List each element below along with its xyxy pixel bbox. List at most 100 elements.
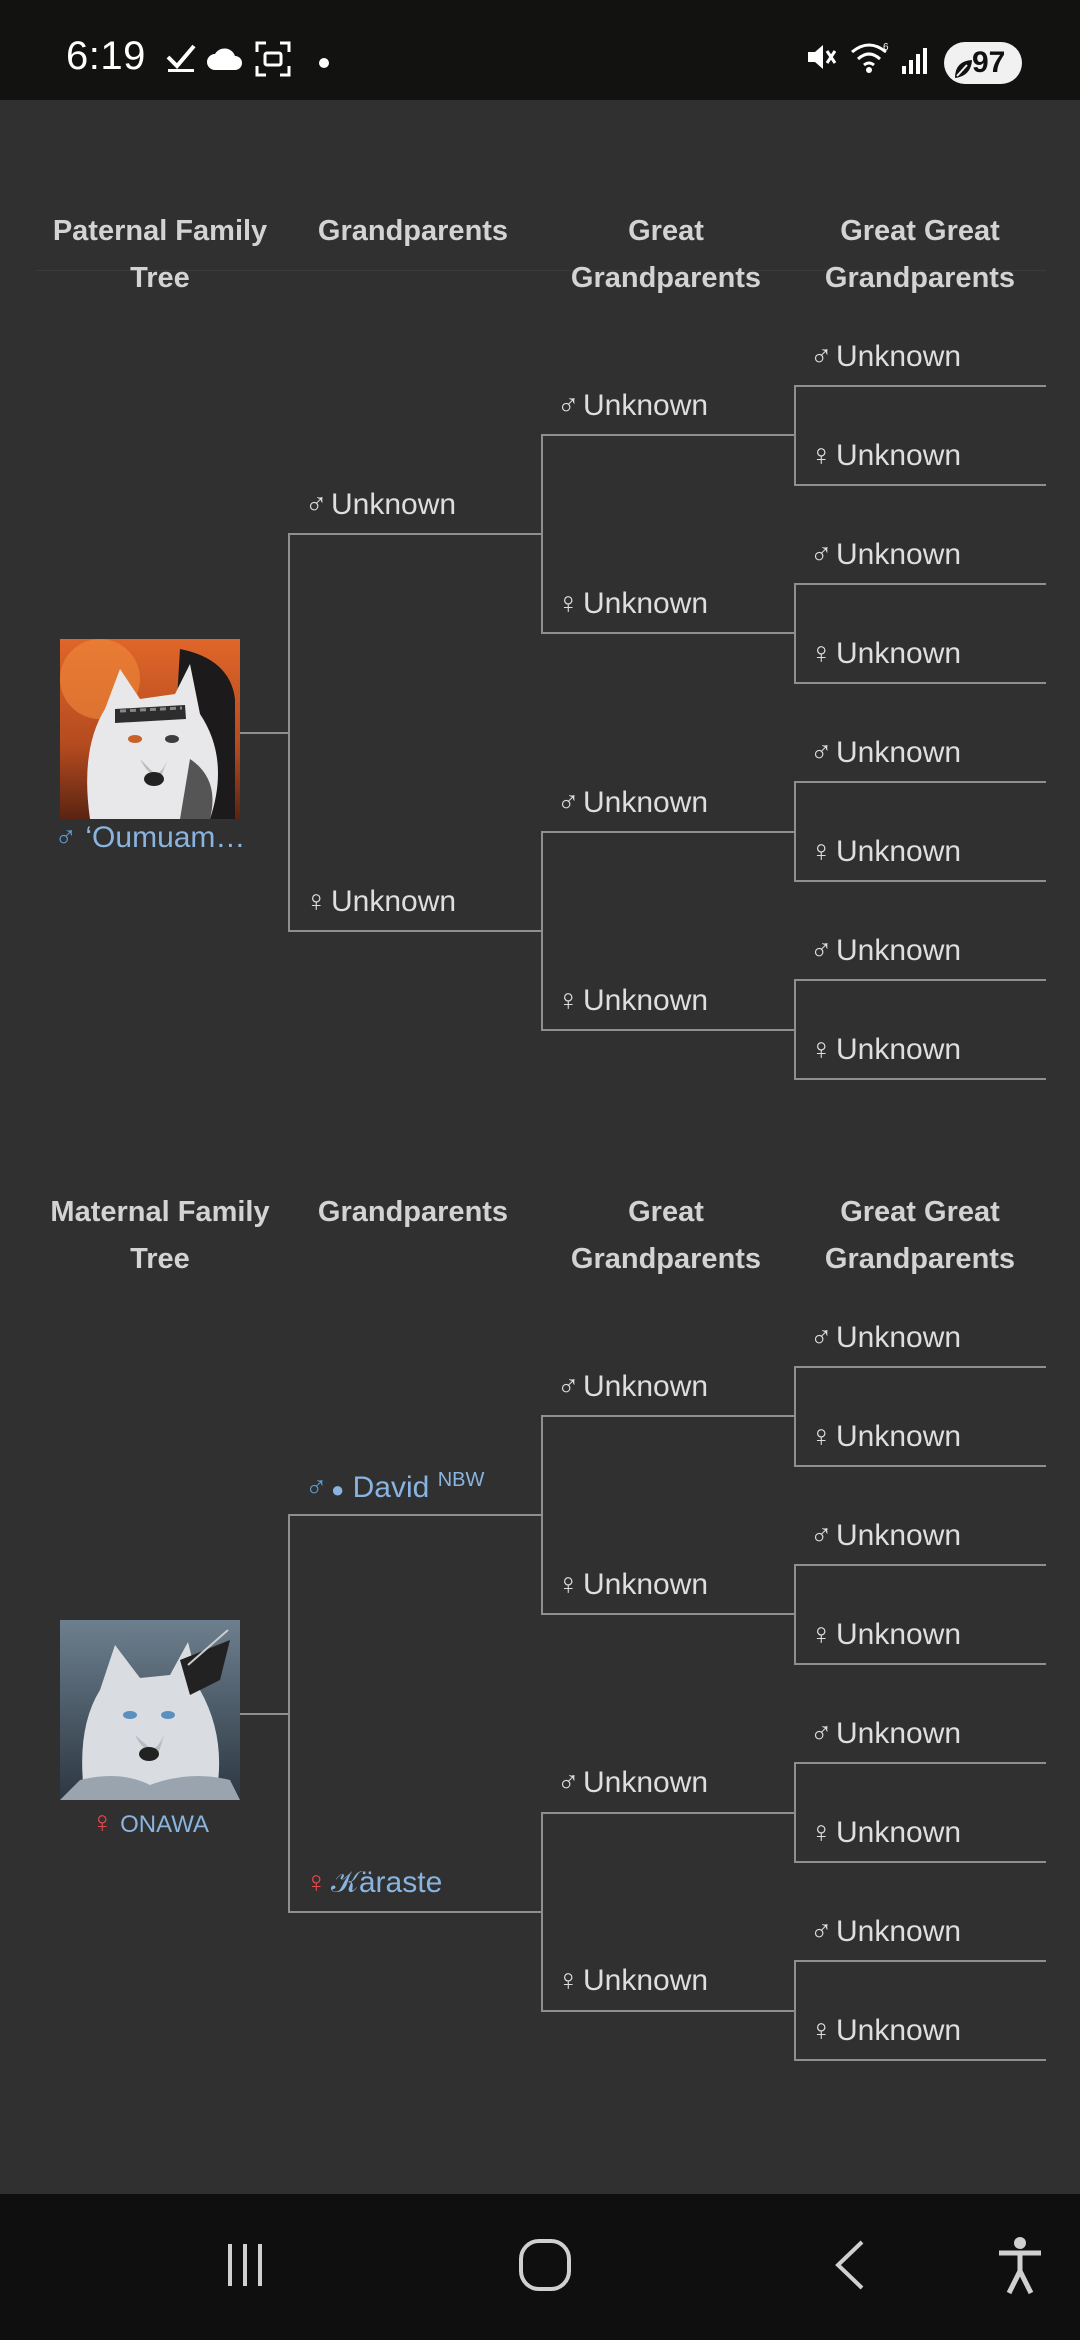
paternal-header-grandparents: Grandparents (317, 215, 509, 247)
great-grandparent[interactable]: ♀Unknown (557, 1568, 709, 1601)
connector (794, 1861, 1046, 1863)
great-grandparent[interactable]: ♀Unknown (557, 1964, 709, 1997)
connector (240, 732, 288, 734)
subject-name-link[interactable]: ♀ ONAWA (90, 1806, 210, 1839)
great-great-grandparent[interactable]: ♂Unknown (810, 736, 962, 769)
great-great-grandparent[interactable]: ♂Unknown (810, 1717, 962, 1750)
paternal-header-great-great-grandparents: Great Great Grandparents (824, 215, 1016, 294)
grandparent-karaste-link[interactable]: ♀𝒦äraste (305, 1866, 443, 1899)
connector (794, 1762, 1046, 1764)
mute-icon (804, 40, 838, 79)
home-icon (518, 2238, 572, 2297)
male-symbol: ♂ (54, 821, 78, 854)
male-symbol: ♂ (305, 1471, 328, 1504)
connector (794, 1961, 796, 2061)
connector (541, 831, 794, 833)
battery-indicator: 97 (944, 42, 1022, 84)
back-button[interactable] (805, 2194, 895, 2340)
connector (794, 1465, 1046, 1467)
connector (794, 386, 796, 485)
great-grandparent[interactable]: ♂Unknown (557, 389, 709, 422)
nbw-badge: NBW (437, 1469, 485, 1491)
female-symbol: ♀ (305, 1866, 328, 1899)
great-great-grandparent[interactable]: ♂Unknown (810, 1519, 962, 1552)
grandparent-david-link[interactable]: ♂● David NBW (305, 1469, 485, 1504)
battery-level: 97 (972, 46, 1006, 79)
great-great-grandparent[interactable]: ♀Unknown (810, 439, 962, 472)
maternal-header-great-great-grandparents: Great Great Grandparents (824, 1196, 1016, 1275)
connector (794, 880, 1046, 882)
screenshot-icon (254, 40, 292, 83)
great-great-grandparent[interactable]: ♂Unknown (810, 1915, 962, 1948)
check-icon (164, 40, 198, 79)
wifi-icon: 6 (850, 40, 890, 79)
connector (794, 1367, 796, 1466)
great-grandparent[interactable]: ♂Unknown (557, 1766, 709, 1799)
connector (794, 1565, 796, 1664)
connector (288, 930, 541, 932)
navigation-bar (0, 2194, 1080, 2340)
connector (541, 1613, 794, 1615)
connector (541, 1812, 794, 1814)
accessibility-icon (995, 2235, 1045, 2300)
status-dot: ● (331, 1477, 345, 1502)
connector (794, 682, 1046, 684)
great-grandparent[interactable]: ♂Unknown (557, 1370, 709, 1403)
connector (794, 484, 1046, 486)
connector (541, 435, 543, 634)
signal-icon (900, 44, 934, 81)
great-great-grandparent[interactable]: ♀Unknown (810, 637, 962, 670)
great-great-grandparent[interactable]: ♂Unknown (810, 538, 962, 571)
connector (794, 1366, 1046, 1368)
cloud-icon (206, 46, 244, 77)
connector (794, 782, 796, 882)
dot-icon (318, 56, 330, 74)
great-great-grandparent[interactable]: ♀Unknown (810, 1816, 962, 1849)
connector (794, 385, 1046, 387)
great-great-grandparent[interactable]: ♂Unknown (810, 340, 962, 373)
great-great-grandparent[interactable]: ♀Unknown (810, 2014, 962, 2047)
grandparent-male[interactable]: ♂Unknown (305, 488, 457, 521)
connector (288, 533, 541, 535)
great-grandparent[interactable]: ♂Unknown (557, 786, 709, 819)
back-icon (830, 2238, 870, 2297)
family-tree-page: Paternal Family Tree Grandparents Great … (0, 100, 1080, 2194)
maternal-header-tree: Maternal Family Tree (50, 1196, 270, 1275)
great-grandparent[interactable]: ♀Unknown (557, 587, 709, 620)
great-great-grandparent[interactable]: ♀Unknown (810, 1420, 962, 1453)
accessibility-button[interactable] (980, 2194, 1060, 2340)
female-symbol: ♀ (90, 1806, 114, 1839)
connector (794, 1960, 1046, 1962)
great-great-grandparent[interactable]: ♀Unknown (810, 835, 962, 868)
connector (541, 1415, 794, 1417)
connector (794, 1564, 1046, 1566)
paternal-header-tree: Paternal Family Tree (52, 215, 268, 294)
connector (541, 1029, 794, 1031)
connector (794, 2059, 1046, 2061)
connector (794, 1763, 796, 1863)
great-great-grandparent[interactable]: ♀Unknown (810, 1033, 962, 1066)
subject-name-link[interactable]: ♂ ‘Oumuam… (54, 821, 246, 854)
great-great-grandparent[interactable]: ♀Unknown (810, 1618, 962, 1651)
grandparent-female[interactable]: ♀Unknown (305, 885, 457, 918)
connector (541, 2010, 794, 2012)
recent-apps-icon (220, 2240, 270, 2295)
recent-apps-button[interactable] (200, 2194, 290, 2340)
subject-avatar-onawa[interactable] (60, 1620, 240, 1800)
great-great-grandparent[interactable]: ♂Unknown (810, 1321, 962, 1354)
connector (794, 583, 1046, 585)
great-grandparent[interactable]: ♀Unknown (557, 984, 709, 1017)
connector (541, 1812, 543, 2012)
connector (794, 781, 1046, 783)
section-divider (36, 270, 1046, 271)
connector (794, 979, 1046, 981)
home-button[interactable] (500, 2194, 590, 2340)
connector (794, 1078, 1046, 1080)
connector (794, 584, 796, 683)
subject-avatar-oumuamua[interactable] (60, 639, 240, 819)
paternal-header-great-grandparents: Great Grandparents (570, 215, 762, 294)
great-great-grandparent[interactable]: ♂Unknown (810, 934, 962, 967)
connector (541, 632, 794, 634)
connector (288, 1515, 290, 1912)
connector (794, 1663, 1046, 1665)
